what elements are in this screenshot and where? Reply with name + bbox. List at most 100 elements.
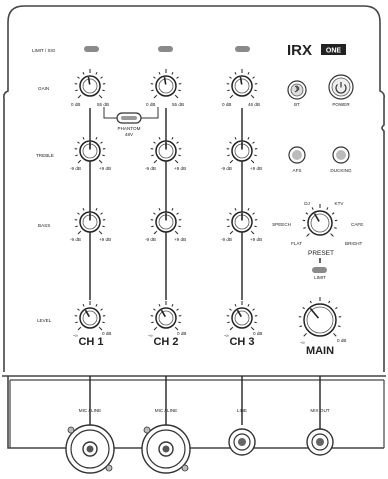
main-volume-knob[interactable] [298,297,342,337]
preset-knob-tick [330,233,334,237]
ch3-bass-knob-tick [254,225,257,228]
ch3-gain-knob[interactable] [226,69,258,99]
ch2-bass-knob-tick [178,225,181,228]
ch2-level-max: 0 dB [177,331,186,336]
bt-button[interactable] [287,80,307,100]
ch3-level-knob-tick [234,303,237,307]
ch3-treble-max: +9 dB [250,166,262,171]
afs-label: AFS [293,168,302,173]
ch3-level-min: -∞ [224,333,229,338]
ch2-treble-knob[interactable] [150,134,182,164]
ch2-level-min: -∞ [148,333,153,338]
ch2-gain-max: 55 dB [172,102,184,107]
ch3-level-knob[interactable] [226,301,258,331]
ch1-combo-jack[interactable] [65,424,115,474]
ch2-bass-max: +9 dB [174,237,186,242]
preset-knob[interactable] [302,204,338,237]
preset-knob-cap [310,213,330,233]
bt-label: BT [294,102,300,107]
preset-title: PRESET [308,250,334,257]
ch2-limit-led [158,46,173,52]
ch1-bass-knob[interactable] [74,205,106,235]
ch2-gain-min: 0 dB [146,102,155,107]
ch1-gain-knob-tick [77,94,82,99]
ch2-treble-max: +9 dB [174,166,186,171]
ch3-treble-knob[interactable] [226,134,258,164]
ch1-bass-knob-tick [98,230,103,235]
ch1-treble-knob-tick [77,141,80,144]
ch1-level-knob-tick [100,308,103,311]
ch2-level-knob-pointer [160,309,166,318]
ch3-label: CH 3 [229,336,254,348]
ch2-level-knob-tick [153,326,158,331]
ch1-gain-knob-tick [75,89,78,92]
ch1-treble-knob[interactable] [74,134,106,164]
ch3-bass-knob-tick [234,207,237,211]
ch3-bass-knob-tick [252,212,255,215]
ch3-gain-knob-pointer [239,76,243,85]
ch3-bass-max: +9 dB [250,237,262,242]
ch1-level-knob-tick [75,321,78,324]
ch2-bass-knob[interactable] [150,205,182,235]
ch1-bass-knob-tick [82,207,85,211]
power-label: POWER [332,102,350,107]
ch2-gain-knob-tick [151,89,154,92]
ch1-gain-knob-tick [98,94,103,99]
preset-knob-tick [326,207,329,210]
ch3-bass-knob-tick [247,207,250,211]
ch3-gain-max: 46 dB [248,102,260,107]
ch1-level-knob-tick [82,303,85,307]
main-volume-knob-tick [309,300,312,304]
ch1-treble-knob-tick [102,154,105,157]
ch1-bass-max: +9 dB [99,237,111,242]
ch3-level-knob-tick [229,308,232,311]
ch2-gain-knob-tick [153,94,158,99]
ch1-gain-knob-tick [100,76,103,79]
main-volume-knob-tick [303,333,307,337]
ch3-limit-led [235,46,250,52]
ch2-gain-knob-tick [153,76,156,79]
ch2-treble-knob-tick [151,154,154,157]
ch2-level-knob-tick [178,321,181,324]
preset-option-cafe: CAFE [351,222,363,227]
ch2-gain-knob-pointer [163,76,167,85]
mix-out-jack[interactable] [306,428,334,456]
ch2-combo-jack[interactable] [141,424,191,474]
ch3-line-jack[interactable] [228,428,256,456]
ch3-gain-knob-tick [252,76,255,79]
ch3-treble-knob-tick [254,154,257,157]
ch3-gain-knob-cap [234,78,250,94]
ch2-level-knob[interactable] [150,301,182,331]
ch3-bass-knob[interactable] [226,205,258,235]
ch1-gain-knob-cap [82,78,98,94]
ch1-bass-knob-tick [100,212,103,215]
ch3-bass-knob-tick [229,212,232,215]
ch1-bass-knob-tick [77,230,82,235]
ducking-button[interactable] [332,146,350,164]
ch1-level-knob[interactable] [74,301,106,331]
ch2-bass-knob-tick [171,207,174,211]
ch3-level-knob-tick [229,326,234,331]
ch1-treble-knob-tick [100,141,103,144]
ch2-bass-knob-tick [151,225,154,228]
bottom-panel-outline [2,375,386,449]
main-level-min: -∞ [300,340,305,345]
ch2-gain-knob-cap [158,78,174,94]
bottom-panel-frame [9,379,385,448]
main-volume-knob-tick [328,300,331,304]
ch2-gain-knob[interactable] [150,69,182,99]
top-panel-outline [3,5,385,372]
ch2-label: CH 2 [153,336,178,348]
power-button[interactable] [328,74,354,100]
ch2-gain-knob-tick [176,76,179,79]
ch1-gain-knob-tick [77,76,80,79]
ch1-gain-knob[interactable] [74,69,106,99]
ch3-bass-knob-tick [250,230,255,235]
ch3-gain-knob-tick [254,89,257,92]
ch3-treble-knob-tick [229,141,232,144]
ch3-gain-knob-tick [234,71,237,75]
afs-button[interactable] [288,146,306,164]
ch2-treble-knob-tick [153,159,158,164]
ch2-treble-min: -9 dB [145,166,156,171]
